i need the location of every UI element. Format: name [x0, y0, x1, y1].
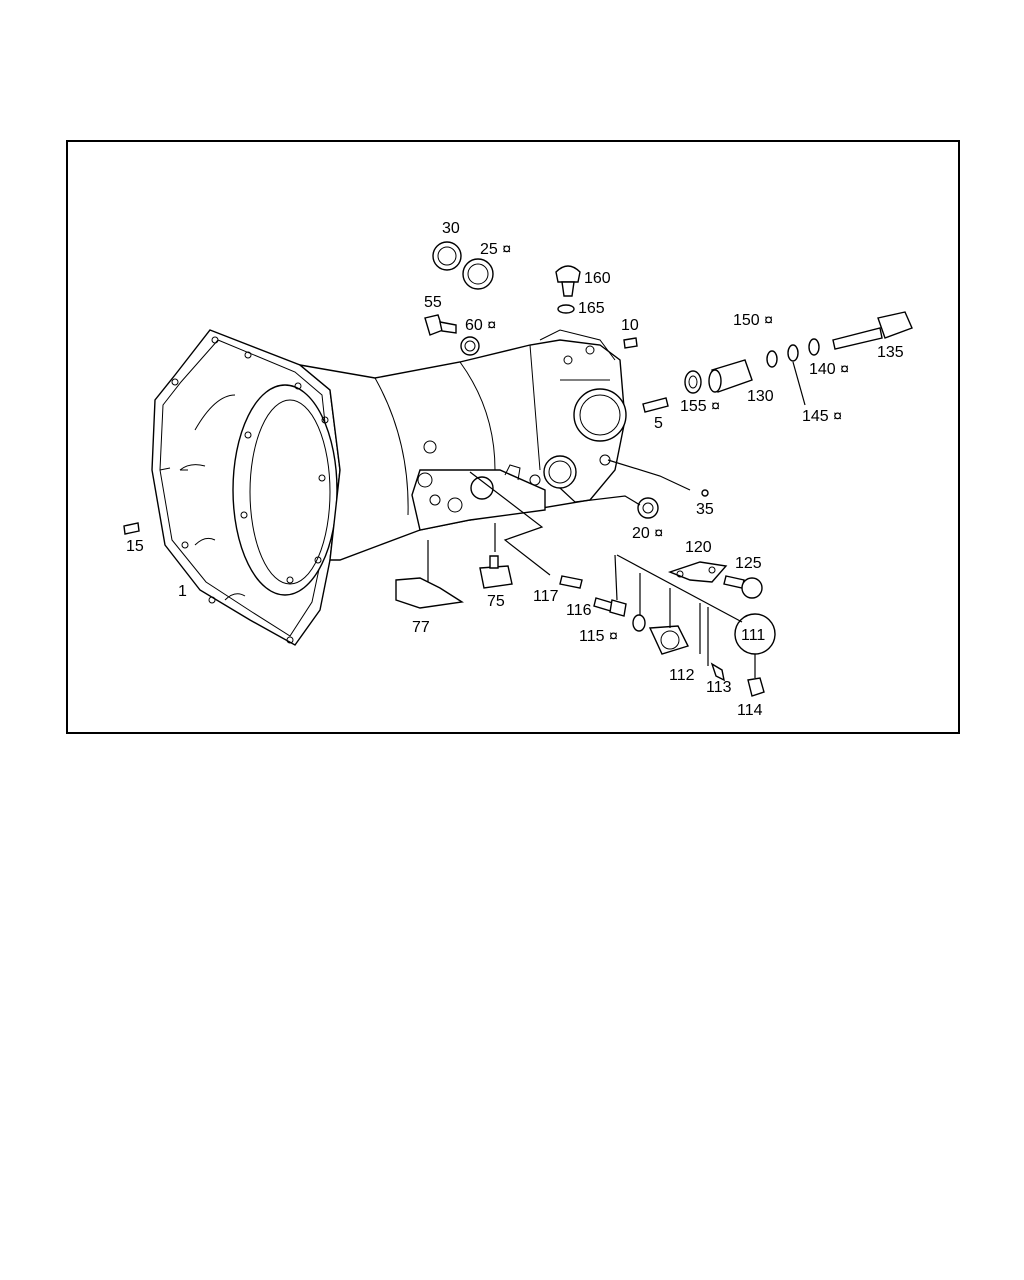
callout-130: 130	[747, 388, 774, 405]
callout-10: 10	[621, 317, 639, 334]
callout-112: 112	[669, 667, 695, 684]
part-165-washer	[557, 304, 575, 314]
bell-housing	[151, 329, 341, 646]
part-60-washer	[460, 336, 480, 356]
callout-20: 20 ¤	[632, 525, 663, 542]
callout-140: 140 ¤	[809, 361, 849, 378]
callout-117: 117	[533, 588, 559, 605]
part-114-connector	[747, 677, 765, 697]
part-145-washer	[787, 344, 799, 362]
callout-5: 5	[654, 415, 663, 432]
callout-1: 1	[178, 583, 187, 600]
callout-116: 116	[566, 602, 592, 619]
callout-155: 155 ¤	[680, 398, 720, 415]
callout-35: 35	[696, 501, 714, 518]
callout-120: 120	[685, 539, 712, 556]
callout-30: 30	[442, 220, 460, 237]
callout-160: 160	[584, 270, 611, 287]
transmission-case	[297, 329, 627, 561]
part-150-washer	[766, 350, 778, 368]
part-120-plate	[667, 561, 728, 583]
part-155-seal	[684, 370, 702, 394]
callout-114: 114	[737, 702, 763, 719]
callout-55: 55	[424, 294, 442, 311]
part-125-bolt	[723, 575, 763, 599]
part-113-clip	[710, 662, 725, 682]
part-55-plug	[424, 314, 457, 336]
callout-111: 111	[741, 627, 765, 644]
part-160-breather	[555, 265, 581, 297]
callout-15: 15	[126, 538, 144, 555]
callout-125: 125	[735, 555, 762, 572]
callout-113: 113	[706, 679, 732, 696]
part-25-seal	[462, 258, 494, 290]
part-140-washer	[808, 338, 820, 356]
part-112-switch	[648, 625, 689, 655]
callout-135: 135	[877, 344, 904, 361]
part-15-pin	[123, 522, 140, 535]
part-130-switch	[708, 359, 753, 393]
leader-lines	[427, 361, 806, 678]
part-20-plug	[637, 497, 659, 519]
part-115-oring	[632, 614, 646, 632]
part-117-screw	[559, 575, 583, 589]
callout-25: 25 ¤	[480, 241, 511, 258]
part-75-mount	[479, 555, 513, 589]
callout-75: 75	[487, 593, 505, 610]
part-30-seal	[432, 241, 462, 271]
part-77-bracket	[395, 577, 464, 609]
callout-145: 145 ¤	[802, 408, 842, 425]
callout-labels: 1 5 10 15 20 ¤ 25 ¤ 30 35 55 60 ¤ 75 77 …	[126, 220, 904, 719]
part-35-ball	[701, 489, 709, 497]
part-116-plug	[593, 597, 627, 617]
callout-115: 115 ¤	[579, 628, 618, 645]
callout-60: 60 ¤	[465, 317, 496, 334]
part-5-pin	[642, 397, 669, 413]
callout-77: 77	[412, 619, 430, 636]
callout-150: 150 ¤	[733, 312, 773, 329]
part-135-speedo-drive	[832, 311, 913, 350]
part-10-pin	[623, 337, 638, 349]
callout-165: 165	[578, 300, 605, 317]
